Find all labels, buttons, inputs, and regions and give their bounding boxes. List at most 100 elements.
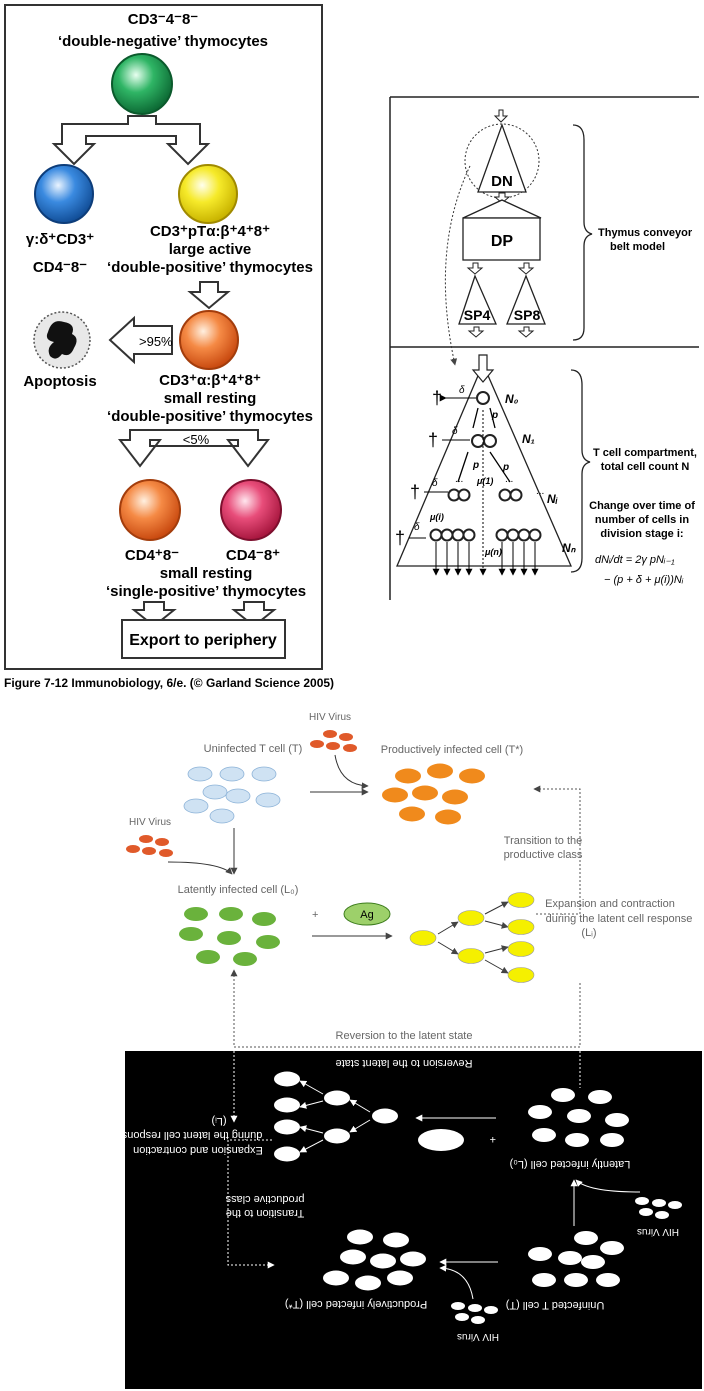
dn-cell bbox=[111, 53, 173, 115]
svg-text:+: + bbox=[312, 909, 318, 921]
dots-a: ... bbox=[455, 474, 463, 485]
sp-sub: small resting bbox=[160, 565, 253, 582]
hiv-virus-left bbox=[126, 835, 173, 857]
inv-expansion-label: Expansion and contraction bbox=[133, 1144, 263, 1156]
inv-transition-label: Transition to the bbox=[226, 1207, 304, 1219]
equation-2: − (p + δ + μ(i))Nᵢ bbox=[604, 574, 684, 586]
compartment-label-2: total cell count N bbox=[601, 461, 690, 473]
gd-cell bbox=[34, 164, 94, 224]
dp-triangle-top bbox=[462, 199, 542, 219]
dp-large-cell bbox=[178, 164, 238, 224]
inv-expansion-label-2: during the latent cell response bbox=[116, 1129, 263, 1141]
dn-title: CD3⁻4⁻8⁻ bbox=[128, 11, 199, 28]
transition-label: Transition to the bbox=[504, 835, 582, 847]
dagger-n: † bbox=[395, 528, 405, 548]
export-arrow-cd4 bbox=[131, 601, 177, 628]
model-brace bbox=[572, 124, 593, 341]
uninfected-label: Uninfected T cell (T) bbox=[204, 743, 303, 755]
dagger-1: † bbox=[428, 430, 438, 450]
apoptosis-pct: >95% bbox=[139, 334, 173, 349]
dp-large-label: CD3⁺pTα:β⁺4⁺8⁺ bbox=[150, 223, 270, 240]
apoptosis-label: Apoptosis bbox=[23, 373, 96, 390]
dn-subtitle: ‘double-negative’ thymocytes bbox=[58, 33, 268, 50]
reversion-label: Reversion to the latent state bbox=[336, 1030, 473, 1042]
inverted-content: HIV Virus Uninfected T cell (T) Producti… bbox=[116, 1071, 682, 1342]
dots-c: ... bbox=[536, 486, 544, 497]
svg-text:+: + bbox=[490, 1133, 496, 1145]
stage-n0: N₀ bbox=[505, 392, 519, 406]
dp-small-label: CD3⁺α:β⁺4⁺8⁺ bbox=[159, 372, 261, 389]
antigen-ellipse bbox=[343, 902, 391, 926]
apoptotic-body bbox=[46, 321, 77, 359]
productive-cells bbox=[382, 763, 485, 825]
change-label: Change over time of bbox=[589, 500, 695, 512]
dn-label: DN bbox=[491, 173, 513, 190]
cd8-cell bbox=[220, 479, 282, 541]
inv-reversion-label: Reversion to the latent state bbox=[336, 1057, 473, 1069]
dots-b: ... bbox=[505, 474, 513, 485]
dp-small-cell bbox=[179, 310, 239, 370]
hiv-virus-label-left: HIV Virus bbox=[129, 817, 171, 828]
dp-label: DP bbox=[491, 233, 514, 250]
mu-n: μ(n) bbox=[484, 547, 502, 557]
inverted-hiv-panel: HIV Virus Uninfected T cell (T) Producti… bbox=[116, 1051, 702, 1389]
inv-hiv-virus-label-top: HIV Virus bbox=[457, 1331, 499, 1342]
p-2: p bbox=[502, 462, 509, 473]
figure-caption: Figure 7-12 Immunobiology, 6/e. (© Garla… bbox=[4, 676, 334, 690]
input-arrow bbox=[493, 109, 509, 123]
latent-label: Latently infected cell (L₀) bbox=[178, 884, 299, 896]
model-label: Thymus conveyor bbox=[598, 227, 693, 239]
hiv-virus-label-top: HIV Virus bbox=[309, 712, 351, 723]
delta-1: δ bbox=[452, 426, 458, 437]
inv-transition-label-2: productive class bbox=[225, 1193, 304, 1205]
dn-zoom-circle bbox=[464, 123, 540, 199]
export-box bbox=[121, 619, 286, 659]
antigen-label: Ag bbox=[360, 909, 373, 921]
mu-1: μ(1) bbox=[476, 476, 493, 486]
sp4-label: SP4 bbox=[464, 307, 491, 323]
inv-hiv-virus-label-left: HIV Virus bbox=[637, 1226, 679, 1237]
thymocyte-panel: CD3⁻4⁻8⁻ ‘double-negative’ thymocytes γ:… bbox=[4, 4, 334, 690]
death-markers: † δ † δ † δ † δ bbox=[395, 385, 476, 548]
cd4-label: CD4⁺8⁻ bbox=[125, 547, 179, 564]
equation-1: dNᵢ/dt = 2γ pNᵢ₋₁ bbox=[595, 554, 675, 566]
stage-n1: N₁ bbox=[522, 432, 535, 446]
compartment-label: T cell compartment, bbox=[593, 447, 697, 459]
change-label-2: number of cells in bbox=[595, 514, 689, 526]
cd4-cell bbox=[119, 479, 181, 541]
stage-nn: Nₙ bbox=[562, 541, 577, 555]
sp8-triangle bbox=[506, 274, 546, 325]
uninfected-cells bbox=[183, 766, 281, 824]
inv-latent-label: Latently infected cell (L₀) bbox=[510, 1158, 631, 1170]
hiv-virus-top bbox=[310, 730, 357, 752]
delta-0: δ bbox=[459, 385, 465, 396]
expansion-label-3: (Lᵢ) bbox=[581, 927, 596, 939]
selection-pct: <5% bbox=[183, 432, 210, 447]
inv-productive-label: Productively infected cell (T*) bbox=[285, 1298, 427, 1310]
zoom-dotted-arrow bbox=[444, 165, 471, 366]
change-label-3: division stage i: bbox=[600, 528, 683, 540]
delta-i: δ bbox=[432, 478, 438, 489]
p-0: p bbox=[491, 410, 498, 421]
latent-expansion bbox=[409, 892, 535, 983]
inv-uninfected-label: Uninfected T cell (T) bbox=[506, 1299, 605, 1311]
hiv-panel: HIV Virus Uninfected T cell (T) Producti… bbox=[126, 712, 692, 1048]
conveyor-panel: DN DP SP4 SP8 Thymus conveyor belt model… bbox=[389, 96, 699, 600]
compartment-brace bbox=[570, 369, 591, 573]
gd-label: γ:δ⁺CD3⁺ bbox=[26, 231, 94, 248]
dp-large-sub: large active bbox=[169, 241, 252, 258]
delta-n: δ bbox=[414, 522, 420, 533]
sp8-label: SP8 bbox=[514, 307, 541, 323]
down-arrow-1 bbox=[187, 281, 231, 310]
dp-small-sub2: ‘double-positive’ thymocytes bbox=[107, 408, 313, 425]
stage-ni: Nᵢ bbox=[547, 492, 558, 506]
split-arrow bbox=[51, 115, 211, 166]
mu-i: μ(i) bbox=[429, 512, 444, 522]
productive-label: Productively infected cell (T*) bbox=[381, 744, 523, 756]
apoptosis-arrow bbox=[108, 315, 173, 365]
p-1: p bbox=[472, 460, 479, 471]
dagger-i: † bbox=[410, 482, 420, 502]
division-triangle bbox=[396, 362, 572, 567]
inv-expansion-label-3: (Lᵢ) bbox=[211, 1115, 226, 1127]
